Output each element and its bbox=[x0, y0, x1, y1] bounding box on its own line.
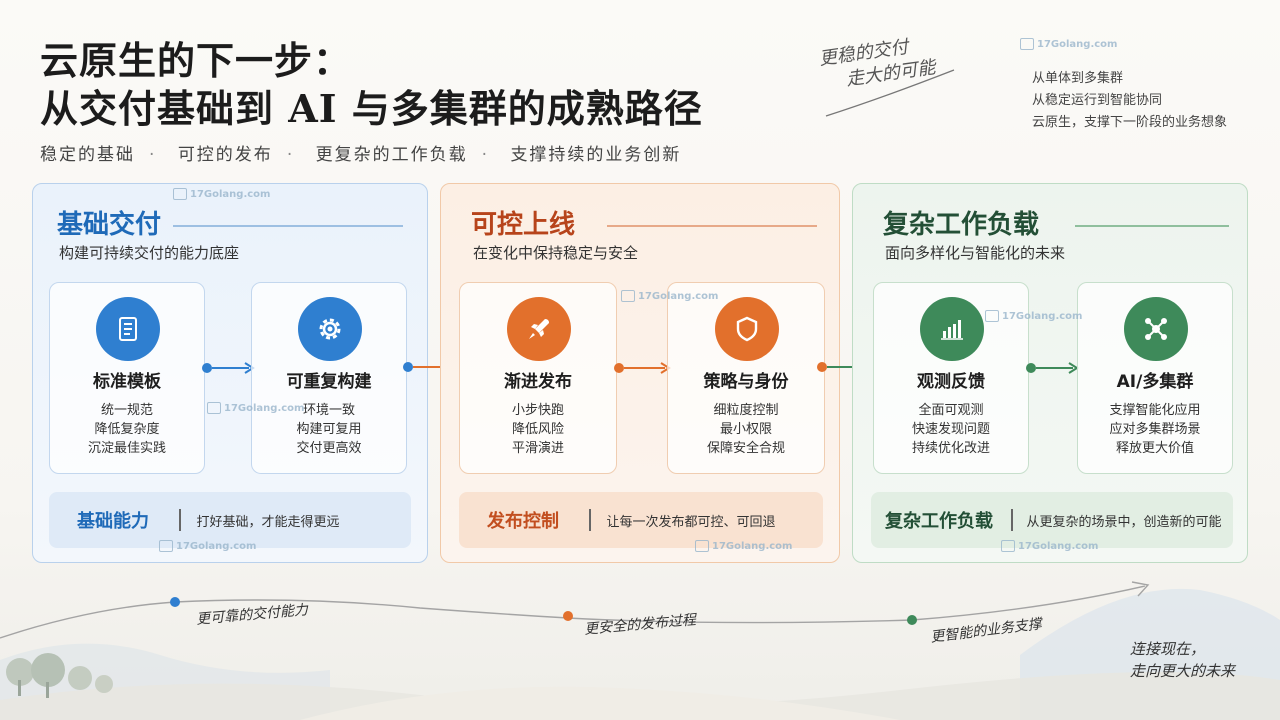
footer-desc: 从更复杂的场景中，创造新的可能 bbox=[1026, 514, 1222, 530]
slogan-underline bbox=[825, 69, 955, 117]
page-title-line1: 云原生的下一步： bbox=[40, 38, 353, 83]
card-title: 策略与身份 bbox=[703, 372, 789, 392]
card-ai-multicluster: AI/多集群 支撑智能化应用应对多集群场景释放更大价值 bbox=[1077, 282, 1233, 474]
card-lines: 环境一致构建可复用交付更高效 bbox=[296, 403, 362, 456]
panel-foundation-delivery: 基础交付 构建可持续交付的能力底座 标准模板 统一规范降低复杂度沉淀最佳实践 可… bbox=[32, 183, 428, 563]
watermark-icon bbox=[1020, 38, 1034, 50]
card-title: 渐进发布 bbox=[504, 372, 572, 392]
footer-title: 复杂工作负载 bbox=[885, 511, 993, 532]
panel-title-rule bbox=[173, 225, 403, 227]
panel-controlled-release: 可控上线 在变化中保持稳定与安全 渐进发布 小步快跑降低风险平滑演进 策略与身份… bbox=[440, 183, 840, 563]
side-note: 从单体到多集群 bbox=[1032, 71, 1124, 86]
card-title: 可重复构建 bbox=[286, 372, 372, 392]
card-progressive-release: 渐进发布 小步快跑降低风险平滑演进 bbox=[459, 282, 617, 474]
closing-text: 连接现在， 走向更大的未来 bbox=[1130, 638, 1235, 682]
card-title: 观测反馈 bbox=[917, 372, 985, 392]
panel-subtitle: 面向多样化与智能化的未来 bbox=[885, 244, 1066, 262]
watermark: 17Golang.com bbox=[695, 540, 792, 552]
subtitle-item: 可控的发布 bbox=[177, 145, 273, 165]
watermark: 17Golang.com bbox=[173, 188, 270, 200]
watermark: 17Golang.com bbox=[1020, 38, 1117, 50]
card-lines: 支撑智能化应用应对多集群场景释放更大价值 bbox=[1109, 403, 1201, 456]
page-title-line2: 从交付基础到 AI 与多集群的成熟路径 bbox=[40, 86, 703, 131]
panel-title: 可控上线 bbox=[471, 210, 576, 240]
panel-subtitle: 构建可持续交付的能力底座 bbox=[59, 244, 240, 262]
footer-desc: 打好基础，才能走得更远 bbox=[196, 514, 340, 530]
closing-line2: 走向更大的未来 bbox=[1130, 662, 1236, 680]
panel-subtitle: 在变化中保持稳定与安全 bbox=[473, 244, 639, 262]
panel-title: 复杂工作负载 bbox=[883, 210, 1040, 240]
footer-desc: 让每一次发布都可控、可回退 bbox=[606, 514, 776, 530]
side-note: 云原生，支撑下一阶段的业务想象 bbox=[1032, 115, 1228, 130]
side-notes: 从单体到多集群 从稳定运行到智能协同 云原生，支撑下一阶段的业务想象 bbox=[1032, 68, 1227, 134]
side-note: 从稳定运行到智能协同 bbox=[1032, 93, 1163, 108]
closing-line1: 连接现在， bbox=[1130, 640, 1206, 658]
footer-title: 基础能力 bbox=[77, 511, 149, 532]
card-title: AI/多集群 bbox=[1116, 372, 1194, 392]
panel-title-rule bbox=[607, 225, 817, 227]
subtitle: 稳定的基础· 可控的发布· 更复杂的工作负载· 支撑持续的业务创新 bbox=[40, 145, 682, 165]
footer-title: 发布控制 bbox=[487, 511, 559, 532]
watermark: 17Golang.com bbox=[1001, 540, 1098, 552]
subtitle-item: 支撑持续的业务创新 bbox=[510, 145, 682, 165]
footer-divider bbox=[1011, 509, 1013, 531]
arrow-connector bbox=[202, 362, 255, 374]
subtitle-item: 更复杂的工作负载 bbox=[315, 145, 468, 165]
panel-footer: 复杂工作负载 从更复杂的场景中，创造新的可能 bbox=[871, 492, 1233, 548]
panel-complex-workloads: 复杂工作负载 面向多样化与智能化的未来 观测反馈 全面可观测快速发现问题持续优化… bbox=[852, 183, 1248, 563]
card-lines: 统一规范降低复杂度沉淀最佳实践 bbox=[87, 403, 166, 456]
card-standard-template: 标准模板 统一规范降低复杂度沉淀最佳实践 bbox=[49, 282, 205, 474]
journey-curve bbox=[0, 581, 1150, 639]
card-observability-feedback: 观测反馈 全面可观测快速发现问题持续优化改进 bbox=[873, 282, 1029, 474]
panel-title-rule bbox=[1075, 225, 1229, 227]
landscape-background bbox=[0, 588, 1280, 720]
bar-chart-icon bbox=[920, 297, 984, 361]
watermark: 17Golang.com bbox=[159, 540, 256, 552]
rocket-icon bbox=[507, 297, 571, 361]
footer-divider bbox=[589, 509, 591, 531]
arrow-connector bbox=[1026, 362, 1079, 374]
panel-footer: 发布控制 让每一次发布都可控、可回退 bbox=[459, 492, 823, 548]
card-policy-identity: 策略与身份 细粒度控制最小权限保障安全合规 bbox=[667, 282, 825, 474]
network-icon bbox=[1124, 297, 1188, 361]
card-title: 标准模板 bbox=[93, 372, 161, 392]
document-icon bbox=[96, 297, 160, 361]
panel-title: 基础交付 bbox=[57, 210, 162, 240]
panel-footer: 基础能力 打好基础，才能走得更远 bbox=[49, 492, 411, 548]
subtitle-item: 稳定的基础 bbox=[40, 145, 135, 165]
watermark: 17Golang.com bbox=[207, 402, 304, 414]
watermark: 17Golang.com bbox=[985, 310, 1082, 322]
card-lines: 细粒度控制最小权限保障安全合规 bbox=[706, 403, 785, 456]
gear-icon bbox=[298, 297, 362, 361]
card-repeatable-build: 可重复构建 环境一致构建可复用交付更高效 bbox=[251, 282, 407, 474]
card-lines: 全面可观测快速发现问题持续优化改进 bbox=[911, 403, 990, 456]
shield-icon bbox=[715, 297, 779, 361]
arrow-connector bbox=[614, 362, 671, 374]
card-lines: 小步快跑降低风险平滑演进 bbox=[511, 403, 564, 456]
watermark: 17Golang.com bbox=[621, 290, 718, 302]
footer-divider bbox=[179, 509, 181, 531]
